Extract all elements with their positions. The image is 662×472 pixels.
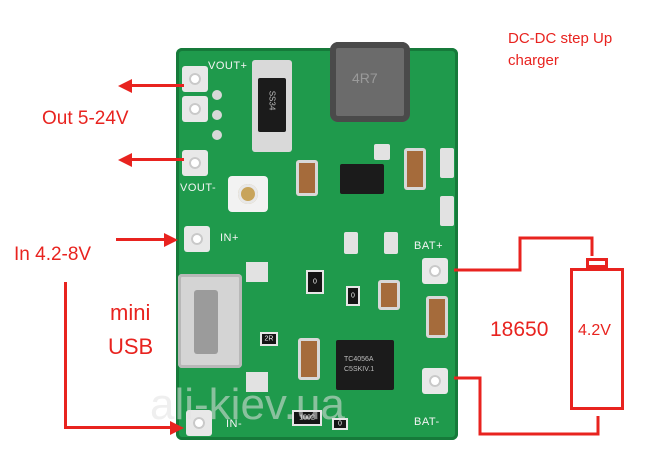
ground-wire xyxy=(64,426,174,429)
watermark: ali-kiev.ua xyxy=(150,380,345,429)
vout-minus-pad xyxy=(182,150,208,176)
boost-ic xyxy=(340,164,384,194)
battery-cell xyxy=(570,268,624,410)
title-label-line2: charger xyxy=(508,52,559,69)
charger-ic xyxy=(336,340,394,390)
charger-ic-marking-line1: TC4056A xyxy=(344,356,374,363)
resistor-marking: 2R xyxy=(264,335,274,343)
vout-plus-pad-2 xyxy=(182,96,208,122)
capacitor xyxy=(426,296,448,338)
charger-ic-marking-line2: C5SKIV.1 xyxy=(344,366,375,373)
usb-mount-pad xyxy=(246,372,268,392)
bat-minus-pad xyxy=(422,368,448,394)
arrow-head-right xyxy=(164,233,178,247)
capacitor xyxy=(298,338,320,380)
resistor: 0 xyxy=(332,418,348,430)
usb-connector-opening xyxy=(194,290,218,354)
battery-wiring xyxy=(454,236,600,436)
silk-vout-minus: VOUT- xyxy=(180,182,217,194)
potentiometer-knob xyxy=(238,184,258,204)
via-dot xyxy=(212,110,222,120)
battery-model-label: 18650 xyxy=(490,318,549,341)
ground-wire xyxy=(64,282,67,428)
output-arrow-shaft xyxy=(128,84,184,87)
arrow-head-left xyxy=(118,153,132,167)
diode xyxy=(258,78,286,132)
resistor-marking: 0 xyxy=(338,420,342,428)
capacitor xyxy=(404,148,426,190)
in-minus-pad xyxy=(186,410,212,436)
in-plus-pad xyxy=(184,226,210,252)
diode-marking: SS34 xyxy=(267,90,277,111)
input-arrow-shaft xyxy=(116,238,168,241)
input-voltage-label: In 4.2-8V xyxy=(14,244,92,265)
capacitor xyxy=(378,280,400,310)
smd-component xyxy=(374,144,390,160)
resistor-marking: 1002 xyxy=(299,414,315,422)
silk-bat-plus: BAT+ xyxy=(414,240,444,252)
smd-component xyxy=(384,232,398,254)
mini-usb-label-line1: mini xyxy=(110,300,151,325)
arrow-head-left xyxy=(118,79,132,93)
output-arrow-shaft xyxy=(128,158,184,161)
output-voltage-label: Out 5-24V xyxy=(42,108,129,129)
battery-terminal xyxy=(586,258,608,268)
capacitor xyxy=(296,160,318,196)
vout-plus-pad xyxy=(182,66,208,92)
silk-vout-plus: VOUT+ xyxy=(208,60,248,72)
title-label-line1: DC-DC step Up xyxy=(508,30,613,47)
silk-in-plus: IN+ xyxy=(220,232,239,244)
silk-in-minus: IN- xyxy=(226,418,243,430)
resistor: 1002 xyxy=(292,410,322,426)
smd-component xyxy=(440,196,454,226)
arrow-head-right xyxy=(170,421,184,435)
via-dot xyxy=(212,130,222,140)
mini-usb-label-line2: USB xyxy=(108,334,154,359)
smd-component xyxy=(440,148,454,178)
resistor-marking: 0 xyxy=(351,292,355,300)
usb-mount-pad xyxy=(246,262,268,282)
via-dot xyxy=(212,90,222,100)
bat-plus-pad xyxy=(422,258,448,284)
inductor-marking: 4R7 xyxy=(352,70,378,86)
inductor xyxy=(330,42,410,122)
battery-voltage-label: 4.2V xyxy=(578,322,611,339)
resistor: 2R xyxy=(260,332,278,346)
smd-component xyxy=(344,232,358,254)
silk-bat-minus: BAT- xyxy=(414,416,440,428)
resistor-marking: 0 xyxy=(313,278,317,286)
resistor: 0 xyxy=(346,286,360,306)
resistor: 0 xyxy=(306,270,324,294)
